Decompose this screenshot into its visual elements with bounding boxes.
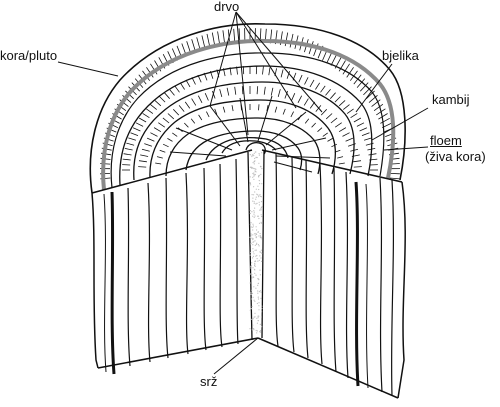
leader-drvo-4 — [235, 11, 323, 113]
label-srz: srž — [200, 374, 218, 389]
right-cambium-band — [354, 181, 360, 387]
label-floem: floem — [430, 133, 462, 148]
growth-ring-4 — [165, 117, 321, 177]
pith-top — [245, 142, 266, 155]
right-inner-line — [365, 183, 369, 389]
leader-kora — [57, 61, 119, 77]
grain-lines — [127, 152, 395, 397]
left-cambium-band — [110, 191, 116, 375]
left-inner-bark — [103, 193, 107, 373]
growth-ring-3 — [149, 99, 336, 179]
leader-srz — [213, 337, 259, 375]
face-top-edge-left — [91, 149, 253, 194]
leader-drvo-2 — [235, 11, 249, 136]
leader-drvo-3 — [235, 11, 297, 109]
growth-ring-5 — [185, 130, 303, 171]
right-bark-edge — [397, 181, 406, 399]
cambium-ring — [101, 38, 396, 191]
label-kambij: kambij — [432, 92, 470, 107]
phloem-ring — [110, 52, 385, 189]
growth-ring-6 — [205, 136, 289, 161]
leader-kambij — [371, 107, 429, 141]
bottom-edge-left — [97, 337, 259, 369]
leader-lines — [57, 11, 429, 375]
front-face — [91, 149, 406, 399]
bark-outline — [89, 23, 406, 194]
growth-ring-1 — [119, 65, 373, 186]
sapwood-hatching — [122, 66, 378, 171]
ring-hatching — [138, 86, 362, 168]
leader-floem — [383, 146, 429, 151]
label-kora-pluto: kora/pluto — [0, 48, 58, 63]
leader-bjelika — [355, 63, 393, 113]
label-floem-sub: (živa kora) — [425, 149, 486, 164]
face-top-edge-right — [261, 149, 403, 183]
pith-stipple — [249, 151, 263, 334]
label-bjelika: bjelika — [382, 48, 419, 63]
left-bark-edge — [91, 192, 99, 369]
growth-ring-2 — [133, 81, 355, 181]
label-drvo: drvo — [214, 0, 240, 14]
leader-drvo-1 — [209, 11, 237, 107]
bottom-edge-right — [257, 337, 399, 399]
